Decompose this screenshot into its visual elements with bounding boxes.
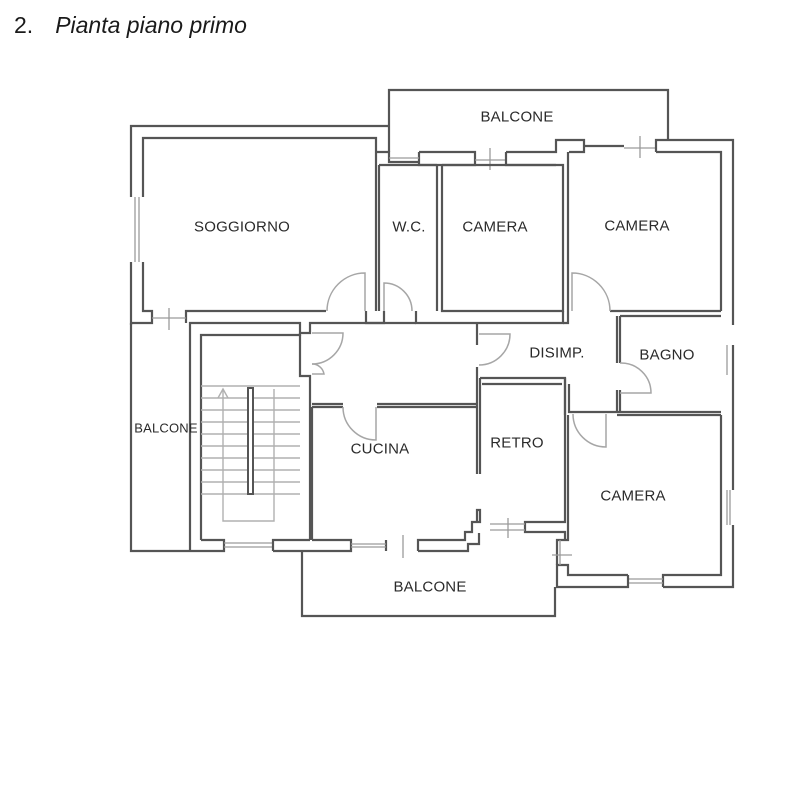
- room-label-soggiorno: SOGGIORNO: [194, 218, 290, 236]
- room-label-bagno: BAGNO: [639, 346, 695, 364]
- room-label-balcone-ovest: BALCONE: [134, 420, 198, 436]
- room-label-camera-2: CAMERA: [604, 217, 670, 235]
- door-swings: [311, 272, 652, 448]
- section-number: 2.: [14, 12, 34, 38]
- staircase: [201, 385, 300, 522]
- room-label-wc: W.C.: [392, 218, 426, 236]
- internal-walls: [129, 152, 721, 565]
- room-label-disimpegno: DISIMP.: [529, 344, 585, 362]
- room-label-cucina: CUCINA: [350, 440, 410, 458]
- room-label-camera-3: CAMERA: [600, 487, 666, 505]
- page-title: 2. Pianta piano primo: [14, 12, 247, 39]
- room-label-retro: RETRO: [490, 434, 544, 452]
- room-label-camera-1: CAMERA: [462, 218, 528, 236]
- room-label-balcone-nord: BALCONE: [480, 108, 554, 126]
- room-label-balcone-sud: BALCONE: [393, 578, 467, 596]
- stair-direction-arrow-icon: [217, 387, 229, 399]
- balcone-nord-outline: [387, 88, 670, 152]
- outer-walls: [129, 124, 735, 589]
- balcone-sud-outline: [300, 551, 557, 618]
- section-title: Pianta piano primo: [55, 12, 247, 38]
